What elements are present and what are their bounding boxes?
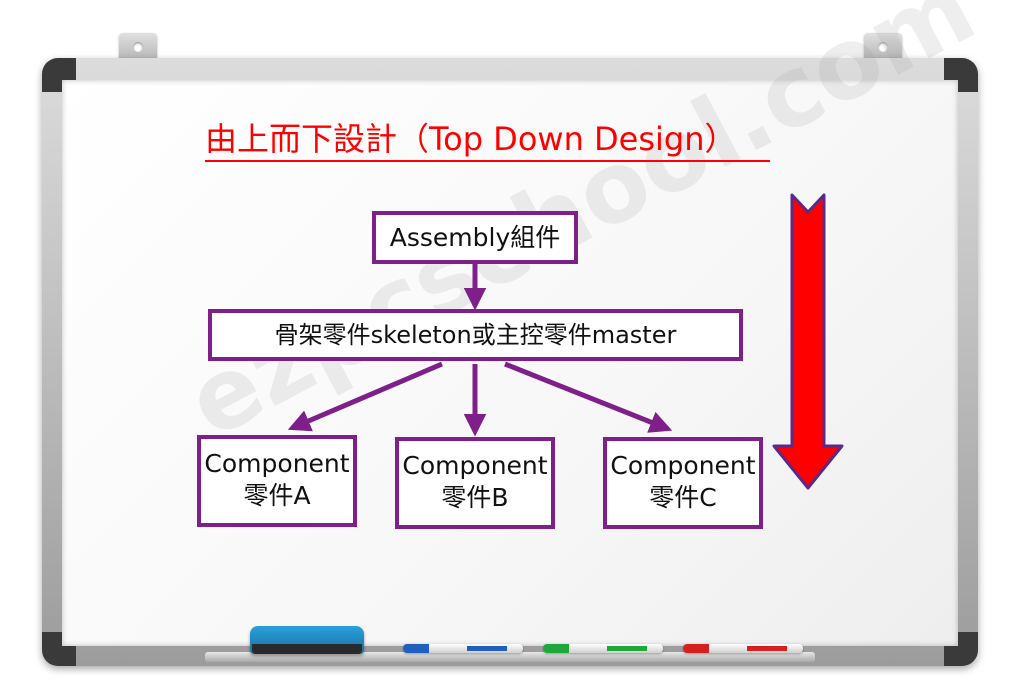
node-skeleton-label: 骨架零件skeleton或主控零件master [274,321,677,349]
component-a-line1: Component [204,449,350,478]
component-b-line2: 零件B [441,483,509,512]
node-skeleton: 骨架零件skeleton或主控零件master [208,309,743,361]
marker-red [683,644,803,653]
edge-skeleton-to-component-c [504,361,673,433]
diagram-title: 由上而下設計（Top Down Design） [205,118,770,162]
node-assembly-label: Assembly組件 [389,222,561,252]
marker-band [747,646,787,651]
marker-green [543,644,663,653]
marker-blue [403,644,523,653]
component-b-line1: Component [402,451,548,480]
component-c-line2: 零件C [649,483,717,512]
node-component-b: Component 零件B [395,437,555,529]
mount-hole-icon [878,42,888,52]
eraser-base [252,644,362,654]
component-c-line1: Component [610,451,756,480]
component-a-line2: 零件A [243,481,311,510]
mount-hole-icon [133,42,143,52]
node-component-c: Component 零件C [603,437,763,529]
marker-band [467,646,507,651]
marker-cap [543,644,569,653]
marker-cap [403,644,429,653]
marker-band [607,646,647,651]
edge-skeleton-to-component-a [287,361,443,432]
node-component-a: Component 零件A [197,435,357,527]
left-mount-clip [119,33,157,59]
whiteboard-eraser [250,626,364,654]
top-down-arrow-icon [772,193,844,490]
marker-cap [683,644,709,653]
marker-tray [205,652,815,662]
right-mount-clip [864,33,902,59]
node-assembly: Assembly組件 [372,211,578,264]
